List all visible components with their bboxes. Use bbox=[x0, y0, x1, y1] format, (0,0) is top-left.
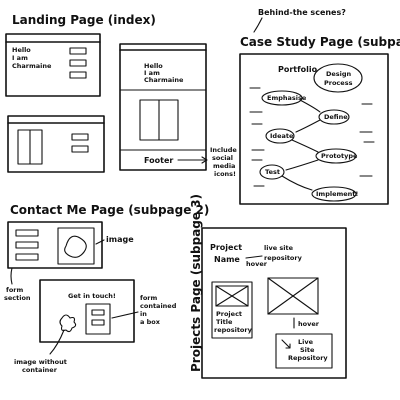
hero-hello-3: Charmaine bbox=[12, 62, 52, 70]
live-site-box-2: Site bbox=[300, 346, 315, 354]
live-site-2: repository bbox=[264, 254, 303, 262]
step-implement bbox=[311, 186, 357, 202]
form-box-note-2: contained bbox=[140, 302, 177, 310]
cursor-icon bbox=[281, 339, 291, 349]
footer-note-4: icons! bbox=[214, 170, 236, 178]
form-section-1: form bbox=[6, 286, 23, 294]
live-site-box-3: Repository bbox=[288, 354, 328, 362]
project-name-2: Name bbox=[214, 255, 240, 264]
design-process-2: Process bbox=[324, 79, 353, 87]
projects-page: Project Name hover live site repository … bbox=[201, 227, 347, 379]
project-image-placeholder bbox=[267, 277, 319, 315]
image-without-container-2: container bbox=[22, 366, 58, 374]
get-in-touch-label: Get in touch! bbox=[68, 292, 116, 300]
behind-the-scenes-note: Behind-the scenes? bbox=[258, 8, 346, 17]
footer-note-2: social bbox=[212, 154, 233, 162]
step-implement-label: Implement! bbox=[316, 190, 358, 198]
landing-page-title: Landing Page (index) bbox=[12, 13, 156, 27]
page-hello-3: Charmaine bbox=[144, 76, 184, 84]
page-hello-1: Hello bbox=[144, 62, 163, 70]
footer-label: Footer bbox=[144, 156, 173, 165]
hover-label: hover bbox=[246, 260, 268, 268]
form-box-note-1: form bbox=[140, 294, 157, 302]
live-site-1: live site bbox=[264, 244, 294, 252]
image-blob bbox=[64, 235, 87, 258]
text-scribbles bbox=[249, 87, 375, 187]
step-test bbox=[259, 164, 285, 180]
step-emphasise-label: Emphasise bbox=[267, 94, 307, 102]
portfolio-label: Portfolio bbox=[278, 65, 318, 74]
contact-top-frame bbox=[7, 221, 103, 269]
step-test-label: Test bbox=[265, 168, 280, 176]
project-name-1: Project bbox=[210, 243, 242, 252]
form-box-note-4: a box bbox=[140, 318, 161, 326]
project-card bbox=[211, 281, 253, 339]
step-define-label: Define bbox=[324, 113, 348, 121]
card-title-1: Project bbox=[216, 310, 242, 318]
contact-page-title: Contact Me Page (subpage 2) bbox=[10, 203, 209, 217]
contact-bottom-frame: Get in touch! bbox=[39, 279, 135, 343]
image-label: image bbox=[106, 235, 134, 244]
page-hello-2: I am bbox=[144, 69, 160, 77]
flower-icon bbox=[59, 314, 77, 333]
card-title-2: Title bbox=[216, 318, 233, 326]
form-section-2: section bbox=[4, 294, 31, 302]
step-prototype-label: Prototype bbox=[321, 152, 358, 160]
landing-desktop-cards bbox=[7, 115, 105, 173]
step-prototype bbox=[315, 148, 357, 164]
landing-full-page: Hello I am Charmaine Footer bbox=[119, 43, 208, 171]
hover-label-2: hover bbox=[298, 320, 320, 328]
hero-hello-2: I am bbox=[12, 54, 28, 62]
step-ideate bbox=[265, 128, 295, 144]
case-study-title: Case Study Page (subpage 1) bbox=[240, 35, 400, 49]
image-without-container-1: image without bbox=[14, 358, 67, 366]
step-ideate-label: Ideate bbox=[270, 132, 294, 140]
hero-hello-1: Hello bbox=[12, 46, 31, 54]
live-site-box-1: Live bbox=[298, 338, 314, 346]
case-study-page: Portfolio Design Process Emphasise Defin… bbox=[239, 53, 389, 205]
form-box-note-3: in bbox=[140, 310, 147, 318]
footer-note-3: media bbox=[213, 162, 235, 170]
card-title-3: repository bbox=[214, 326, 253, 334]
live-site-box bbox=[275, 333, 333, 369]
design-process-1: Design bbox=[326, 70, 352, 78]
landing-desktop-hero: Hello I am Charmaine bbox=[5, 33, 101, 97]
behind-arrow bbox=[253, 17, 263, 33]
design-process-bubble bbox=[313, 63, 363, 93]
step-emphasise bbox=[261, 90, 303, 106]
step-define bbox=[318, 109, 350, 125]
projects-page-title: Projects Page (subpage 3) bbox=[189, 194, 203, 372]
footer-note-1: Include bbox=[210, 146, 237, 154]
